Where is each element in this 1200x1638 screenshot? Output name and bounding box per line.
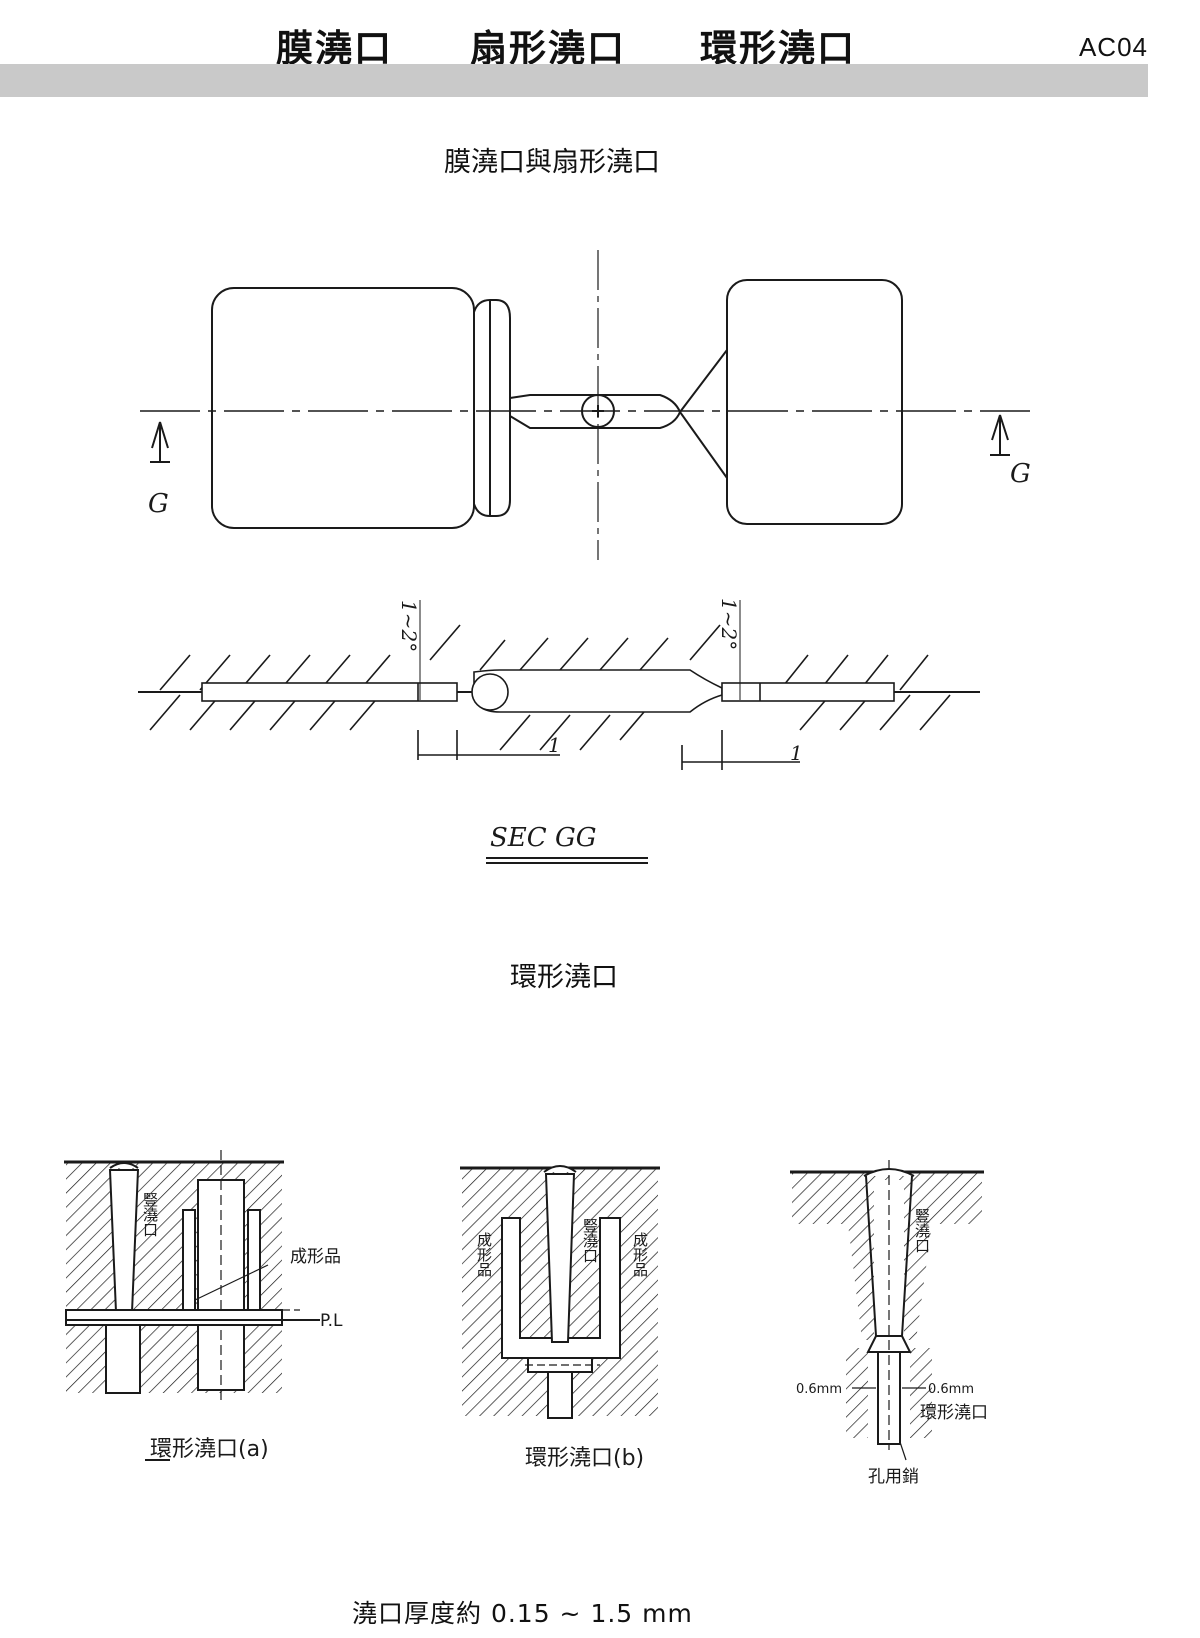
left-cavity — [201, 682, 458, 702]
dim-label-c-left: 0.6mm — [796, 1382, 842, 1397]
section-caption: SEC GG — [490, 823, 597, 853]
angle-label-right: 1~2° — [717, 598, 741, 650]
dim-label-right: 1 — [790, 741, 803, 765]
left-part-outline — [211, 287, 475, 529]
gate-thickness-note: 澆口厚度約 0.15 ~ 1.5 mm — [352, 1599, 693, 1628]
header-title-fan-gate: 扇形澆口 — [470, 27, 626, 70]
section-mark-left: G — [148, 489, 169, 519]
right-part-outline — [726, 279, 903, 525]
caption-a: 環形澆口(a) — [150, 1437, 269, 1462]
caption-b: 環形澆口(b) — [525, 1446, 644, 1471]
right-cavity — [721, 682, 895, 702]
label-vertical-sprue-c: 豎澆口 — [913, 1208, 931, 1253]
header-page-code: AC04 — [1078, 32, 1148, 62]
label-parting-line-a: P.L — [320, 1311, 343, 1331]
dim-label-c-right: 0.6mm — [928, 1382, 974, 1397]
header-bar — [0, 64, 1148, 97]
section-arrow-right — [991, 414, 1009, 455]
section2-title: 環形澆口 — [510, 962, 618, 993]
label-product-b-right: 成形品 — [631, 1232, 649, 1277]
dim-label-left: 1 — [548, 733, 561, 757]
label-product-a: 成形品 — [290, 1247, 341, 1267]
angle-label-left: 1~2° — [397, 600, 421, 652]
label-vertical-sprue-a: 豎澆口 — [141, 1192, 159, 1237]
label-vertical-sprue-b: 豎澆口 — [581, 1218, 599, 1263]
section-mark-right: G — [1010, 459, 1031, 489]
hole-pin-c — [877, 1351, 901, 1445]
label-ring-gate-c: 環形澆口 — [920, 1403, 988, 1423]
label-hole-pin-c: 孔用銷 — [868, 1467, 919, 1487]
section-arrow-left — [151, 421, 169, 462]
header-title-ring-gate: 環形澆口 — [700, 27, 856, 70]
sprue-b — [544, 1173, 576, 1343]
film-gate-flange — [473, 299, 511, 517]
label-product-b-left: 成形品 — [475, 1232, 493, 1277]
section1-title: 膜澆口與扇形澆口 — [444, 147, 660, 178]
header-title-film-gate: 膜澆口 — [276, 27, 393, 70]
